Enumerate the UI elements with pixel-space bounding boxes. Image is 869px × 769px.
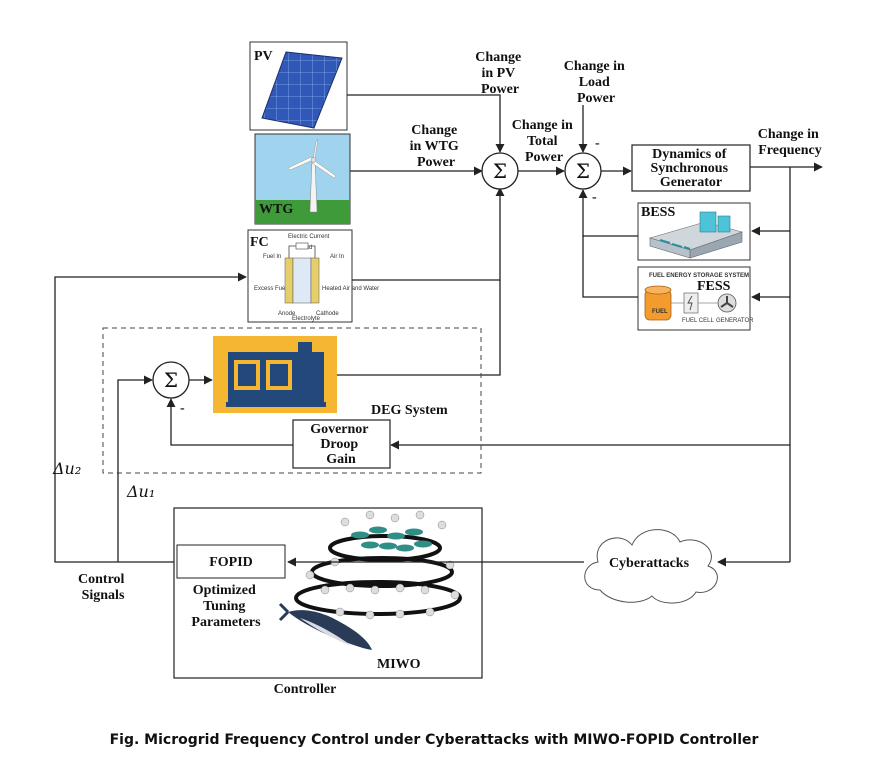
- fish-school-icon: [351, 526, 432, 552]
- fc-top-text: Electric Current: [288, 234, 330, 240]
- optimized-tuning-label: Optimized Tuning Parameters: [191, 583, 261, 630]
- fuel-tank-icon: [644, 285, 672, 321]
- governor-droop-block: Governor Droop Gain: [292, 419, 391, 469]
- pv-label: PV: [254, 49, 273, 64]
- battery-storage-icon: [648, 211, 744, 259]
- change-total-label: Change in Total Power: [512, 118, 577, 165]
- storage-minus-sign: -: [592, 190, 597, 205]
- fess-generator-text: GENERATOR: [716, 318, 754, 324]
- diesel-generator-block: [213, 336, 337, 413]
- bess-block: BESS: [637, 202, 751, 261]
- fess-fuelcell-text: FUEL CELL: [682, 318, 714, 324]
- change-wtg-label: Change in WTG Power: [410, 123, 463, 170]
- figure-caption: Fig. Microgrid Frequency Control under C…: [110, 732, 759, 748]
- deg-system-boundary: [102, 327, 482, 474]
- pv-source: PV: [249, 41, 348, 131]
- miwo-label: MIWO: [377, 657, 421, 672]
- sum3-symbol: Σ: [164, 368, 178, 392]
- fc-fuelin-text: Fuel In: [263, 254, 281, 260]
- wire-fess-to-sum: [582, 236, 638, 298]
- fc-label: FC: [250, 235, 269, 250]
- change-frequency-label: Change in Frequency: [758, 127, 823, 158]
- wire-governor-to-sum: [166, 398, 293, 446]
- du1-label: Δu₁: [126, 482, 155, 501]
- bubbles-icon: [305, 510, 460, 620]
- controller-block: FOPID Optimized Tuning Parameters: [173, 507, 483, 679]
- spiral-icon: [294, 534, 462, 616]
- fc-anode-text: Anode: [278, 311, 296, 317]
- wire-du2: [54, 272, 247, 563]
- governor-minus-sign: -: [180, 401, 185, 416]
- wire-pv: [347, 94, 505, 153]
- du2-label: Δu₂: [52, 459, 81, 478]
- fess-banner: FUEL ENERGY STORAGE SYSTEM: [649, 273, 749, 279]
- fess-label: FESS: [697, 279, 731, 294]
- whale-icon: [278, 602, 372, 650]
- fc-electrolyte-text: Electrolyte: [292, 316, 321, 322]
- wire-fc: [352, 187, 505, 281]
- bess-label: BESS: [641, 205, 675, 220]
- fc-airin-text: Air In: [330, 254, 344, 260]
- fopid-block: FOPID: [176, 544, 286, 579]
- governor-label: Governor Droop Gain: [310, 422, 372, 467]
- generator-fan-icon: [717, 293, 737, 313]
- sum-junction-3: Σ: [152, 361, 190, 399]
- sum1-symbol: Σ: [493, 159, 507, 183]
- sync-gen-label: Dynamics of Synchronous Generator: [650, 147, 731, 190]
- cloud-icon: [584, 529, 718, 604]
- fc-cathode-text: Cathode: [316, 311, 339, 317]
- wtg-label: WTG: [259, 202, 293, 217]
- synchronous-generator-block: Dynamics of Synchronous Generator: [631, 144, 751, 192]
- load-minus-sign: -: [595, 136, 600, 151]
- deg-system-label: DEG System: [371, 403, 448, 418]
- fuel-cell-unit-icon: [683, 292, 699, 314]
- control-signals-label: Control Signals: [78, 572, 128, 603]
- solar-panel-icon: [261, 51, 343, 129]
- controller-label: Controller: [274, 682, 337, 697]
- sum2-symbol: Σ: [576, 159, 590, 183]
- sum-junction-1: Σ: [481, 152, 519, 190]
- sum-junction-2: Σ: [564, 152, 602, 190]
- cyberattacks-cloud: Cyberattacks: [584, 529, 718, 604]
- genset-icon: [226, 342, 326, 407]
- fc-heat-text: Heated Air and Water: [322, 286, 379, 292]
- fc-source: FC Electric Current Load Fuel In Air In …: [247, 229, 379, 323]
- wire-du1: [117, 375, 153, 562]
- wtg-source: WTG: [254, 133, 351, 225]
- change-load-label: Change in Load Power: [564, 59, 629, 106]
- wire-deg: [337, 280, 501, 376]
- cyberattacks-label: Cyberattacks: [609, 556, 690, 571]
- fuel-cell-icon: Electric Current Load Fuel In Air In Exc…: [254, 234, 379, 322]
- fess-block: FUEL ENERGY STORAGE SYSTEM FUEL FUEL CEL…: [637, 266, 754, 331]
- change-pv-label: Change in PV Power: [475, 50, 524, 97]
- fopid-label: FOPID: [209, 555, 253, 570]
- wind-turbine-icon: [287, 138, 337, 213]
- fess-fuel-text: FUEL: [652, 309, 668, 315]
